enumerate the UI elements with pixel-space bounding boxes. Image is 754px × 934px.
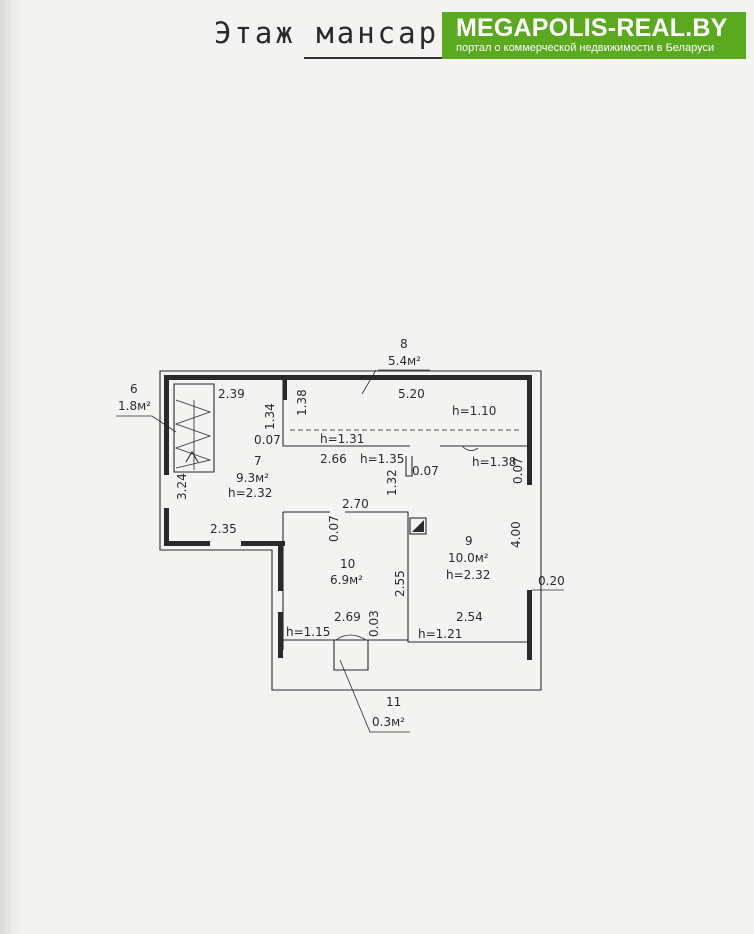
watermark-arrow [730,12,746,59]
dim-266: 2.66 [320,452,347,466]
room8-number: 8 [400,337,408,351]
height-135: h=1.35 [360,452,404,466]
room10-area: 6.9м² [330,573,363,587]
dim-255: 2.55 [393,570,407,597]
wall-room10-left [278,541,283,591]
dim-324: 3.24 [175,473,189,500]
room11-number: 11 [386,695,401,709]
room8-area: 5.4м² [388,354,421,368]
dim-239: 2.39 [218,387,245,401]
floor-title: Этаж мансар [214,16,440,50]
room6-area: 1.8м² [118,399,151,413]
dim-007-a: 0.07 [254,433,281,447]
dim-270: 2.70 [342,497,369,511]
doorway-right [461,445,479,451]
stair-zigzag [174,399,212,469]
room6-contour [173,383,215,473]
dim-400: 4.00 [509,521,523,548]
partition-room7-room10 [283,511,530,643]
partition-room8 [282,380,530,447]
watermark-site-name: MEGAPOLIS-REAL.BY [456,14,728,42]
wall-left-upper [164,375,169,475]
room11-area: 0.3м² [372,715,405,729]
dim-007-d: 0.07 [511,457,525,484]
page-fold-line [8,0,10,934]
room10-number: 10 [340,557,355,571]
room6-number: 6 [130,382,138,396]
height-110: h=1.10 [452,404,496,418]
height-121: h=1.21 [418,627,462,641]
height-138: h=1.38 [472,455,516,469]
dim-003: 0.03 [367,610,381,637]
wall-room10-left-lower [278,612,283,658]
leader-room8 [361,369,430,395]
dim-132: 1.32 [385,469,399,496]
wall-left-lower [164,508,169,546]
vent-box [409,517,427,535]
watermark-tagline: портал о коммерческой недвижимости в Бел… [456,42,715,54]
partition-stub [283,380,287,400]
outer-contour [159,370,542,691]
wall-right-lower [527,590,532,660]
stair-arrow [185,450,199,463]
dim-007-b: 0.07 [412,464,439,478]
room7-height: h=2.32 [228,486,272,500]
partition-room9-top [405,456,413,477]
partition-room10 [282,512,408,650]
watermark-badge: MEGAPOLIS-REAL.BY портал о коммерческой … [442,12,746,59]
dim-020: 0.20 [538,574,565,588]
room9-height: h=2.32 [446,568,490,582]
dim-007-c: 0.07 [327,515,341,542]
wall-bottom-mid [241,541,285,546]
wall-top [164,375,532,380]
wall-bottom-left [164,541,210,546]
dim-520: 5.20 [398,387,425,401]
dim-254: 2.54 [456,610,483,624]
height-131: h=1.31 [320,432,364,446]
room9-area: 10.0м² [448,551,489,565]
page-edge-shadow [0,0,22,934]
title-underline [304,57,444,59]
dim-269: 2.69 [334,610,361,624]
room7-number: 7 [254,454,262,468]
room9-number: 9 [465,534,473,548]
dim-138-top: 1.38 [295,389,309,416]
height-115: h=1.15 [286,625,330,639]
door-arc [335,634,367,641]
dim-235: 2.35 [210,522,237,536]
room7-area: 9.3м² [236,471,269,485]
leader-room11 [339,659,410,733]
vent-fill [412,520,424,532]
leader-room6 [116,415,177,433]
wall-right-upper [527,375,532,485]
dim-134: 1.34 [263,403,277,430]
room11-porch [333,640,369,671]
